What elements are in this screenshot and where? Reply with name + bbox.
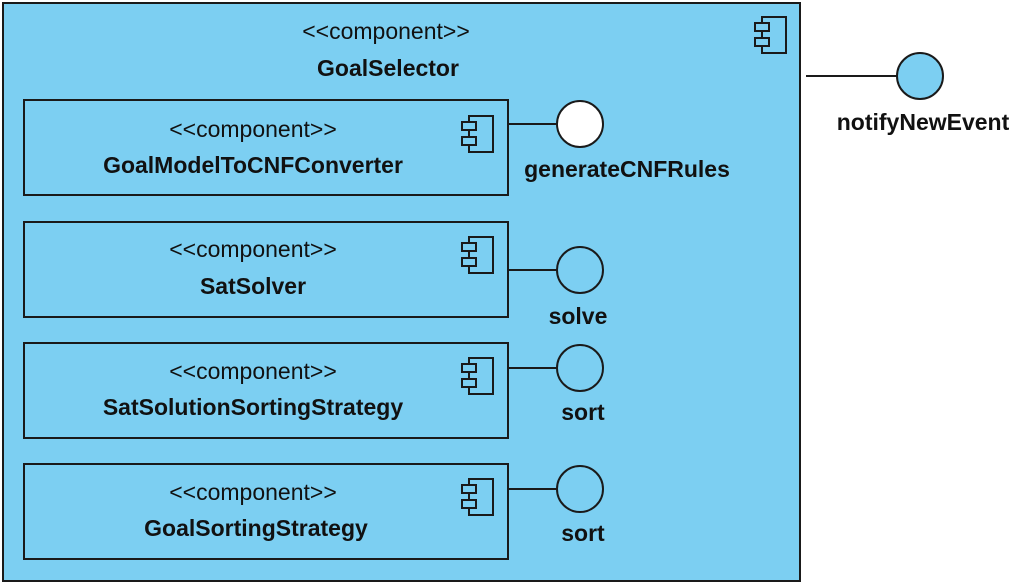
interface-label: generateCNFRules (524, 156, 730, 182)
component-name: GoalModelToCNFConverter (103, 152, 403, 178)
component-stereotype: <<component>> (169, 479, 337, 505)
component-icon (461, 236, 494, 274)
interface-label: sort (561, 520, 605, 546)
provided-interface-icon (556, 100, 604, 148)
component-stereotype: <<component>> (169, 116, 337, 142)
component-icon (461, 115, 494, 153)
provided-interface-icon (896, 52, 944, 100)
provided-interface-icon (556, 246, 604, 294)
component-goal-model-to-cnf-converter: <<component>> GoalModelToCNFConverter ge… (23, 99, 730, 196)
provided-interface-icon (556, 465, 604, 513)
component-name: GoalSelector (317, 55, 459, 81)
interface-label: notifyNewEvent (837, 109, 1010, 135)
component-name: SatSolver (200, 273, 306, 299)
component-box (23, 342, 509, 439)
component-stereotype: <<component>> (169, 358, 337, 384)
interface-label: sort (561, 399, 605, 425)
component-stereotype: <<component>> (302, 18, 470, 44)
component-icon (461, 478, 494, 516)
component-name: SatSolutionSortingStrategy (103, 394, 404, 420)
component-box (23, 221, 509, 318)
component-name: GoalSortingStrategy (144, 515, 368, 541)
interface-notify-new-event: notifyNewEvent (806, 52, 1010, 135)
component-box (23, 99, 509, 196)
component-box (23, 463, 509, 560)
interface-label: solve (549, 303, 608, 329)
component-icon (461, 357, 494, 395)
provided-interface-icon (556, 344, 604, 392)
component-icon (754, 16, 787, 54)
component-goal-sorting-strategy: <<component>> GoalSortingStrategy sort (23, 463, 605, 560)
component-sat-solution-sorting-strategy: <<component>> SatSolutionSortingStrategy… (23, 342, 605, 439)
component-sat-solver: <<component>> SatSolver solve (23, 221, 608, 329)
component-stereotype: <<component>> (169, 236, 337, 262)
